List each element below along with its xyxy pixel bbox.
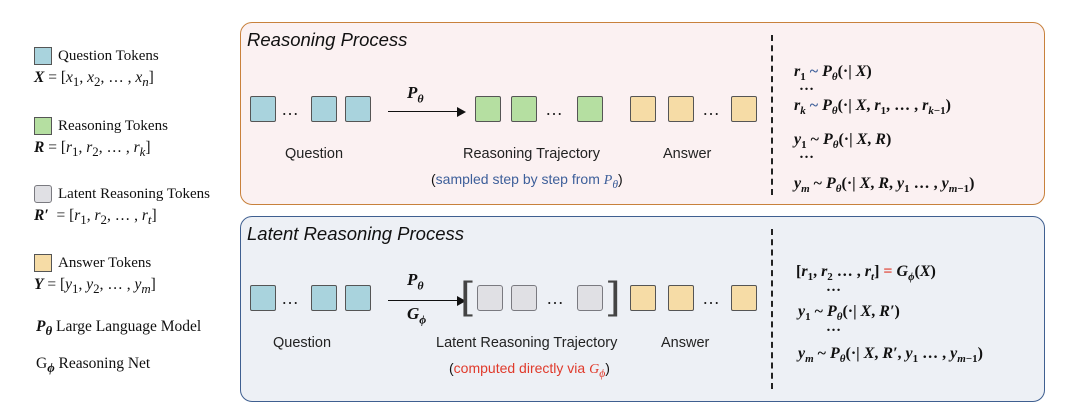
equation-ym: ym ~ Pθ(·| X, R′, y1 … , ym−1)	[798, 345, 983, 366]
question-token-swatch	[34, 47, 52, 65]
vertical-ellipsis: …	[799, 146, 814, 162]
legend-question: Question Tokens X = [x1, x2, … , xn]	[34, 45, 159, 90]
question-token	[311, 96, 337, 122]
panel-divider	[771, 229, 773, 389]
answer-token	[731, 96, 757, 122]
equation-r1: r1 ~ Pθ(·| X)	[794, 63, 872, 84]
equation-ym: ym ~ Pθ(·| X, R, y1 … , ym−1)	[794, 175, 975, 196]
latent-token-swatch	[34, 185, 52, 203]
legend-net-text: Reasoning Net	[58, 355, 151, 372]
legend-answer-formula: Y = [y1, y2, … , ym]	[34, 276, 156, 297]
legend-answer-label: Answer Tokens	[58, 254, 152, 271]
ellipsis: …	[281, 288, 300, 308]
answer-caption: Answer	[663, 146, 712, 162]
reasoning-process-panel: Reasoning Process … Pθ … … Question Reas…	[240, 22, 1045, 205]
legend-model-text: Large Language Model	[56, 318, 202, 335]
question-token	[345, 96, 371, 122]
legend-latent: Latent Reasoning Tokens R′ = [r1, r2, … …	[34, 183, 210, 228]
computation-note: (computed directly via Gϕ)	[449, 360, 610, 380]
latent-token	[511, 285, 537, 311]
latent-token	[577, 285, 603, 311]
legend-latent-label: Latent Reasoning Tokens	[58, 185, 210, 202]
reasoning-trajectory-caption: Reasoning Trajectory	[463, 146, 601, 162]
ellipsis: …	[545, 99, 564, 119]
p-theta-label: Pθ	[407, 83, 424, 106]
equation-y1: y1 ~ Pθ(·| X, R′)	[798, 303, 900, 324]
question-token	[311, 285, 337, 311]
latent-reasoning-process-panel: Latent Reasoning Process … Pθ Gϕ [ … ] ……	[240, 216, 1045, 402]
question-token	[250, 285, 276, 311]
reasoning-process-title: Reasoning Process	[247, 29, 408, 50]
equation-y1: y1 ~ Pθ(·| X, R)	[794, 131, 892, 152]
vertical-ellipsis: …	[799, 78, 814, 94]
panel-divider	[771, 35, 773, 195]
legend-net: Gϕ Reasoning Net	[36, 355, 151, 376]
generation-arrow	[388, 106, 466, 117]
reasoning-token-swatch	[34, 117, 52, 135]
reasoning-token	[577, 96, 603, 122]
answer-token-swatch	[34, 254, 52, 272]
reasoning-token	[475, 96, 501, 122]
latent-reasoning-process-title: Latent Reasoning Process	[247, 223, 464, 244]
sampling-note-text: sampled step by step from	[435, 171, 604, 187]
equation-rk: rk ~ Pθ(·| X, r1, … , rk−1)	[794, 97, 951, 118]
answer-token	[630, 285, 656, 311]
latent-token	[477, 285, 503, 311]
ellipsis: …	[702, 288, 721, 308]
legend-model: Pθ Large Language Model	[36, 318, 202, 339]
sampling-note: (sampled step by step from Pθ)	[431, 171, 623, 191]
question-caption: Question	[273, 335, 332, 351]
answer-token	[731, 285, 757, 311]
answer-token	[668, 96, 694, 122]
g-phi-label: Gϕ	[407, 304, 427, 327]
left-bracket: [	[460, 275, 476, 321]
legend-reasoning-formula: R = [r1, r2, … , rk]	[34, 139, 151, 160]
question-token	[250, 96, 276, 122]
ellipsis: …	[702, 99, 721, 119]
generation-arrow	[388, 295, 466, 306]
right-bracket: ]	[605, 275, 621, 321]
answer-token	[668, 285, 694, 311]
legend-answer: Answer Tokens Y = [y1, y2, … , ym]	[34, 252, 156, 297]
legend-reasoning-label: Reasoning Tokens	[58, 117, 168, 134]
ellipsis: …	[546, 288, 565, 308]
vertical-ellipsis: …	[826, 279, 841, 295]
equation-latent: [r1, r2 … , rt] = Gϕ(X)	[796, 263, 936, 284]
reasoning-token	[511, 96, 537, 122]
legend-question-formula: X = [x1, x2, … , xn]	[34, 69, 154, 90]
answer-token	[630, 96, 656, 122]
vertical-ellipsis: …	[826, 319, 841, 335]
legend-latent-formula: R′ = [r1, r2, … , rt]	[34, 207, 157, 228]
ellipsis: …	[281, 99, 300, 119]
latent-trajectory-caption: Latent Reasoning Trajectory	[436, 335, 618, 351]
computation-note-text: computed directly via	[453, 360, 590, 376]
legend-question-label: Question Tokens	[58, 47, 159, 64]
question-caption: Question	[285, 146, 344, 162]
answer-caption: Answer	[661, 335, 710, 351]
legend-reasoning: Reasoning Tokens R = [r1, r2, … , rk]	[34, 115, 168, 160]
question-token	[345, 285, 371, 311]
p-theta-label: Pθ	[407, 270, 424, 293]
legend: Question Tokens X = [x1, x2, … , xn] Rea…	[0, 0, 240, 417]
